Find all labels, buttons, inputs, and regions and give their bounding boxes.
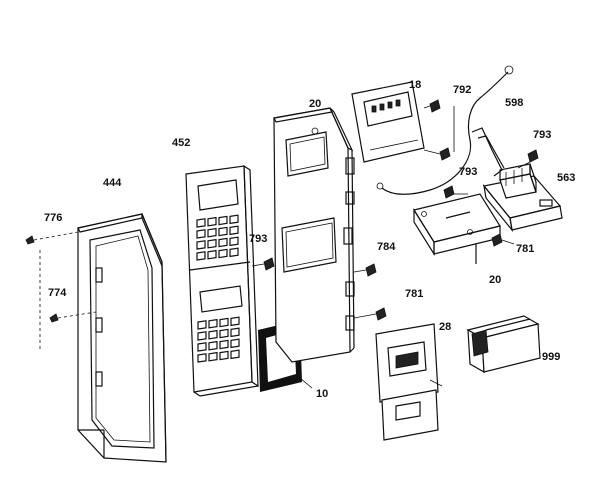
- relay-board-screw: [491, 233, 515, 247]
- keypad-key: [218, 215, 228, 226]
- keypad-key: [229, 247, 239, 258]
- label-sub-board: 28: [439, 321, 451, 333]
- control-panel-overlay: [185, 164, 259, 397]
- label-display-board: 18: [409, 79, 421, 91]
- keypad-key: [218, 226, 228, 237]
- housing-screw-upper: [353, 263, 377, 277]
- keypad-key: [207, 249, 217, 260]
- keypad-key: [207, 216, 217, 227]
- panel-screw: [251, 257, 275, 271]
- part-number-labels: 444 776 774 452 793 10 20 784 781 18 792…: [44, 79, 575, 400]
- keypad-key: [219, 317, 229, 328]
- keypad-key: [196, 240, 206, 250]
- label-relay-board: 563: [557, 172, 575, 184]
- keypad-key: [229, 236, 239, 247]
- control-housing: [273, 107, 355, 363]
- label-door-frame: 444: [103, 177, 122, 189]
- label-housing-screw-lower: 781: [405, 288, 423, 300]
- door-screw-top: [25, 231, 79, 245]
- relay-screw-top: [517, 149, 539, 169]
- keypad-key: [208, 351, 218, 362]
- keypad-key: [230, 338, 240, 349]
- housing-screw-lower: [353, 307, 387, 321]
- keypad-key: [219, 339, 229, 350]
- label-relay-screw-top: 793: [533, 129, 551, 141]
- label-control-housing: 20: [309, 98, 321, 110]
- parts-package: [466, 315, 541, 374]
- keypad-key: [229, 225, 239, 236]
- keypad-key: [208, 340, 218, 351]
- label-display-screw: 792: [453, 84, 471, 96]
- keypad-key: [196, 251, 206, 261]
- sub-board: [375, 323, 443, 441]
- relay-board: [482, 163, 563, 233]
- label-relay-screw-mid: 793: [459, 166, 477, 178]
- keypad-key: [219, 328, 229, 339]
- label-window-gasket: 10: [316, 388, 328, 400]
- keypad-key: [197, 342, 207, 352]
- keypad-key: [208, 318, 218, 329]
- keypad-key: [230, 327, 240, 338]
- label-door-screw-top: 776: [44, 212, 62, 224]
- wire-harness: [376, 65, 514, 195]
- label-door-screw-mid: 774: [48, 287, 67, 299]
- keypad-key: [230, 349, 240, 360]
- keypad-key: [196, 218, 206, 228]
- keypad-key: [230, 316, 240, 327]
- keypad-key: [218, 248, 228, 259]
- label-panel-screw: 793: [249, 233, 267, 245]
- label-wire-harness: 598: [505, 97, 523, 109]
- label-relay-board-screw: 781: [516, 243, 534, 255]
- label-control-panel-overlay: 452: [172, 137, 190, 149]
- keypad-key: [218, 237, 228, 248]
- label-parts-package: 999: [542, 351, 560, 363]
- relay-screw-mid: [443, 185, 468, 199]
- display-screw: [423, 99, 455, 161]
- keypad-key: [207, 227, 217, 238]
- keypad-key: [219, 350, 229, 361]
- keypad-key: [207, 238, 217, 249]
- keypad-key: [197, 320, 207, 330]
- keypad-key: [196, 229, 206, 239]
- label-bracket: 20: [489, 274, 501, 286]
- keypad-key: [229, 214, 239, 225]
- display-board: [351, 81, 425, 163]
- keypad-key: [197, 331, 207, 341]
- door-screw-mid: [39, 250, 97, 352]
- bracket: [413, 193, 501, 264]
- keypad-key: [197, 353, 207, 363]
- keypad-key: [208, 329, 218, 340]
- door-frame: [77, 213, 167, 463]
- label-housing-screw-upper: 784: [377, 241, 396, 253]
